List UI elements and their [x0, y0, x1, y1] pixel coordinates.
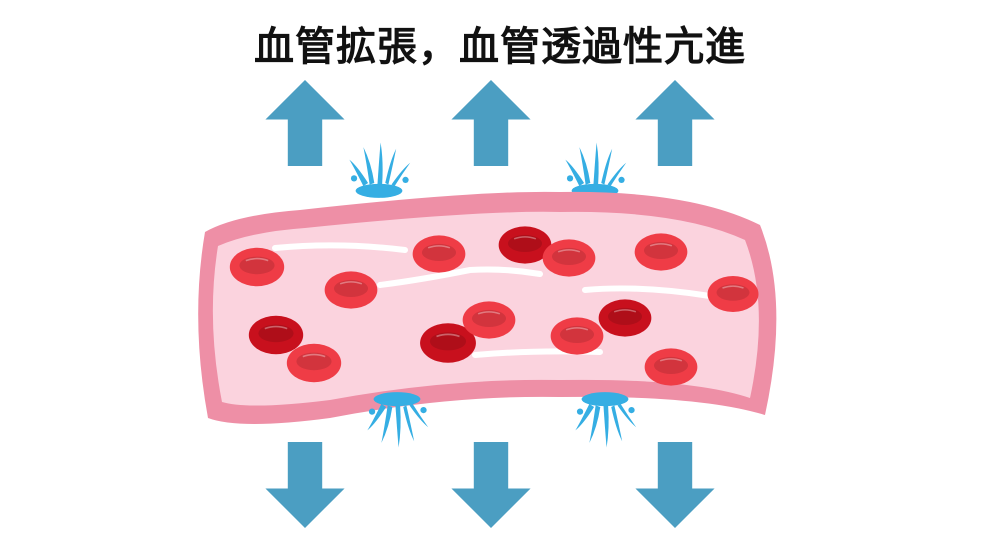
- red-blood-cell-icon: [247, 314, 305, 356]
- red-blood-cell-icon: [228, 246, 286, 288]
- red-blood-cell-icon: [633, 232, 689, 272]
- red-blood-cell-icon: [643, 347, 699, 387]
- red-blood-cell-icon: [549, 316, 605, 356]
- red-blood-cell-icon: [706, 275, 760, 313]
- arrow-up-icon: [265, 80, 345, 166]
- arrow-up-icon: [635, 80, 715, 166]
- red-blood-cell-icon: [597, 298, 653, 338]
- arrow-down-icon: [635, 442, 715, 528]
- red-blood-cell-icon: [411, 234, 467, 274]
- arrow-up-icon: [451, 80, 531, 166]
- arrow-down-icon: [451, 442, 531, 528]
- fluid-leak-icon: [367, 392, 429, 448]
- diagram-title: 血管拡張，血管透過性亢進: [254, 24, 746, 70]
- fluid-leak-icon: [575, 392, 637, 448]
- fluid-leak-icon: [565, 142, 627, 198]
- red-blood-cell-icon: [323, 270, 379, 310]
- red-blood-cell-icon: [285, 342, 343, 384]
- fluid-leak-icon: [349, 142, 411, 198]
- red-blood-cell-icon: [461, 300, 517, 340]
- arrow-down-icon: [265, 442, 345, 528]
- red-blood-cell-icon: [541, 238, 597, 278]
